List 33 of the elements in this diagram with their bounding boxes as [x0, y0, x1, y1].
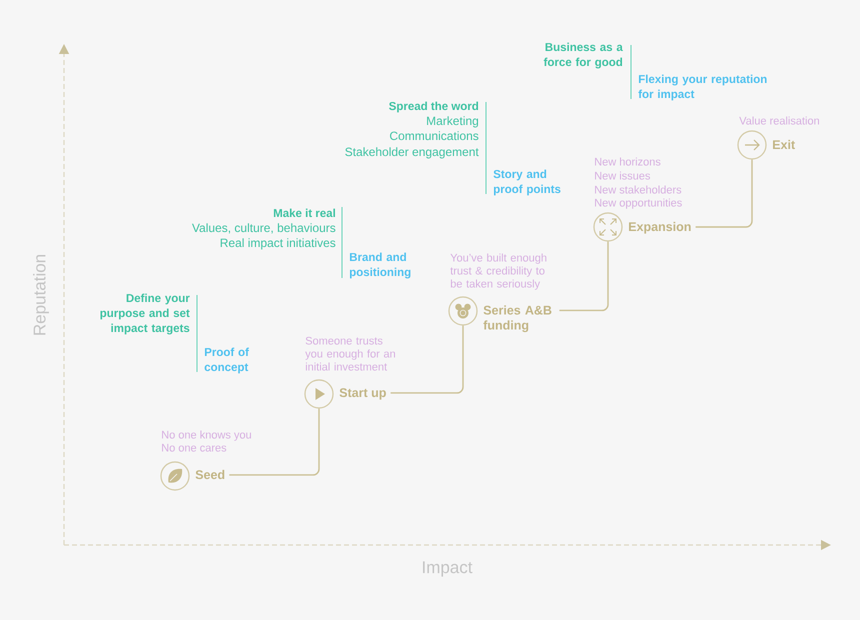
stage-note: You’ve built enough trust & credibility to be taken seriously — [450, 254, 546, 290]
step-heading: Business as a force for good — [544, 42, 623, 68]
stage-note: New stakeholders — [595, 186, 682, 194]
step-item: Stakeholder engagement — [345, 147, 479, 158]
stage-label: Start up — [340, 388, 386, 400]
step-item: Real impact initiatives — [220, 238, 336, 250]
stage-label: Seed — [196, 470, 224, 480]
outcome-label: Proof of concept — [204, 348, 249, 374]
stage-note: New issues — [595, 172, 650, 180]
stage-circle — [304, 379, 334, 409]
stage-note: No one cares — [162, 444, 226, 452]
stage-note: Value realisation — [739, 116, 819, 125]
stage-circle — [737, 130, 767, 160]
stage-label: Expansion — [629, 222, 691, 234]
stage-circle — [593, 212, 623, 242]
stage-note: New horizons — [595, 158, 660, 166]
stage-note: Someone trusts you enough for an initial investment — [305, 336, 395, 371]
connector-line — [229, 408, 320, 476]
stage-label: Series A&B funding — [483, 305, 552, 332]
connector-line — [390, 326, 464, 394]
stage-note: No one knows you — [162, 430, 251, 441]
stage-label: Exit — [773, 140, 795, 150]
step-item: Communications — [390, 131, 478, 140]
step-heading: Define your purpose and set impact targets — [100, 294, 190, 334]
step-heading: Make it real — [274, 208, 335, 218]
stage-circle — [448, 296, 478, 326]
connector-line — [559, 242, 609, 312]
step-item: Values, culture, behaviours — [192, 223, 336, 234]
step-item: Marketing — [427, 116, 478, 128]
stage-circle — [160, 461, 190, 491]
stage-note: New opportunities — [595, 198, 682, 209]
step-heading: Spread the word — [389, 102, 478, 112]
connector-line — [696, 160, 753, 228]
